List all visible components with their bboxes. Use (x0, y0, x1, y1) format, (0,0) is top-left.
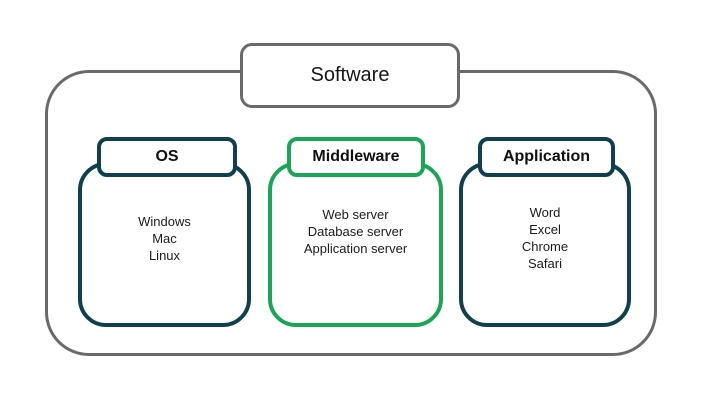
list-item: Mac (152, 231, 177, 246)
middleware-group-label: Middleware (312, 148, 400, 165)
middleware-group-box: Web server Database server Application s… (268, 162, 443, 327)
application-items-list: Word Excel Chrome Safari (463, 204, 627, 272)
application-group-header: Application (478, 137, 615, 177)
list-item: Application server (303, 241, 408, 256)
os-group-box: Windows Mac Linux (78, 162, 251, 327)
middleware-group-header: Middleware (287, 137, 425, 177)
list-item: Chrome (521, 239, 569, 254)
list-item: Excel (529, 222, 561, 237)
os-group-label: OS (155, 148, 179, 165)
middleware-items-list: Web server Database server Application s… (272, 206, 439, 257)
software-title-box: Software (240, 43, 460, 108)
list-item: Linux (148, 248, 181, 263)
list-item: Word (529, 205, 561, 220)
os-items-list: Windows Mac Linux (82, 213, 247, 264)
list-item: Database server (307, 224, 404, 239)
application-group-box: Word Excel Chrome Safari (459, 162, 631, 327)
application-group-label: Application (502, 148, 591, 165)
diagram-title: Software (310, 64, 390, 86)
list-item: Windows (138, 214, 191, 229)
list-item: Web server (322, 207, 389, 222)
list-item: Safari (528, 256, 562, 271)
os-group-header: OS (97, 137, 237, 177)
